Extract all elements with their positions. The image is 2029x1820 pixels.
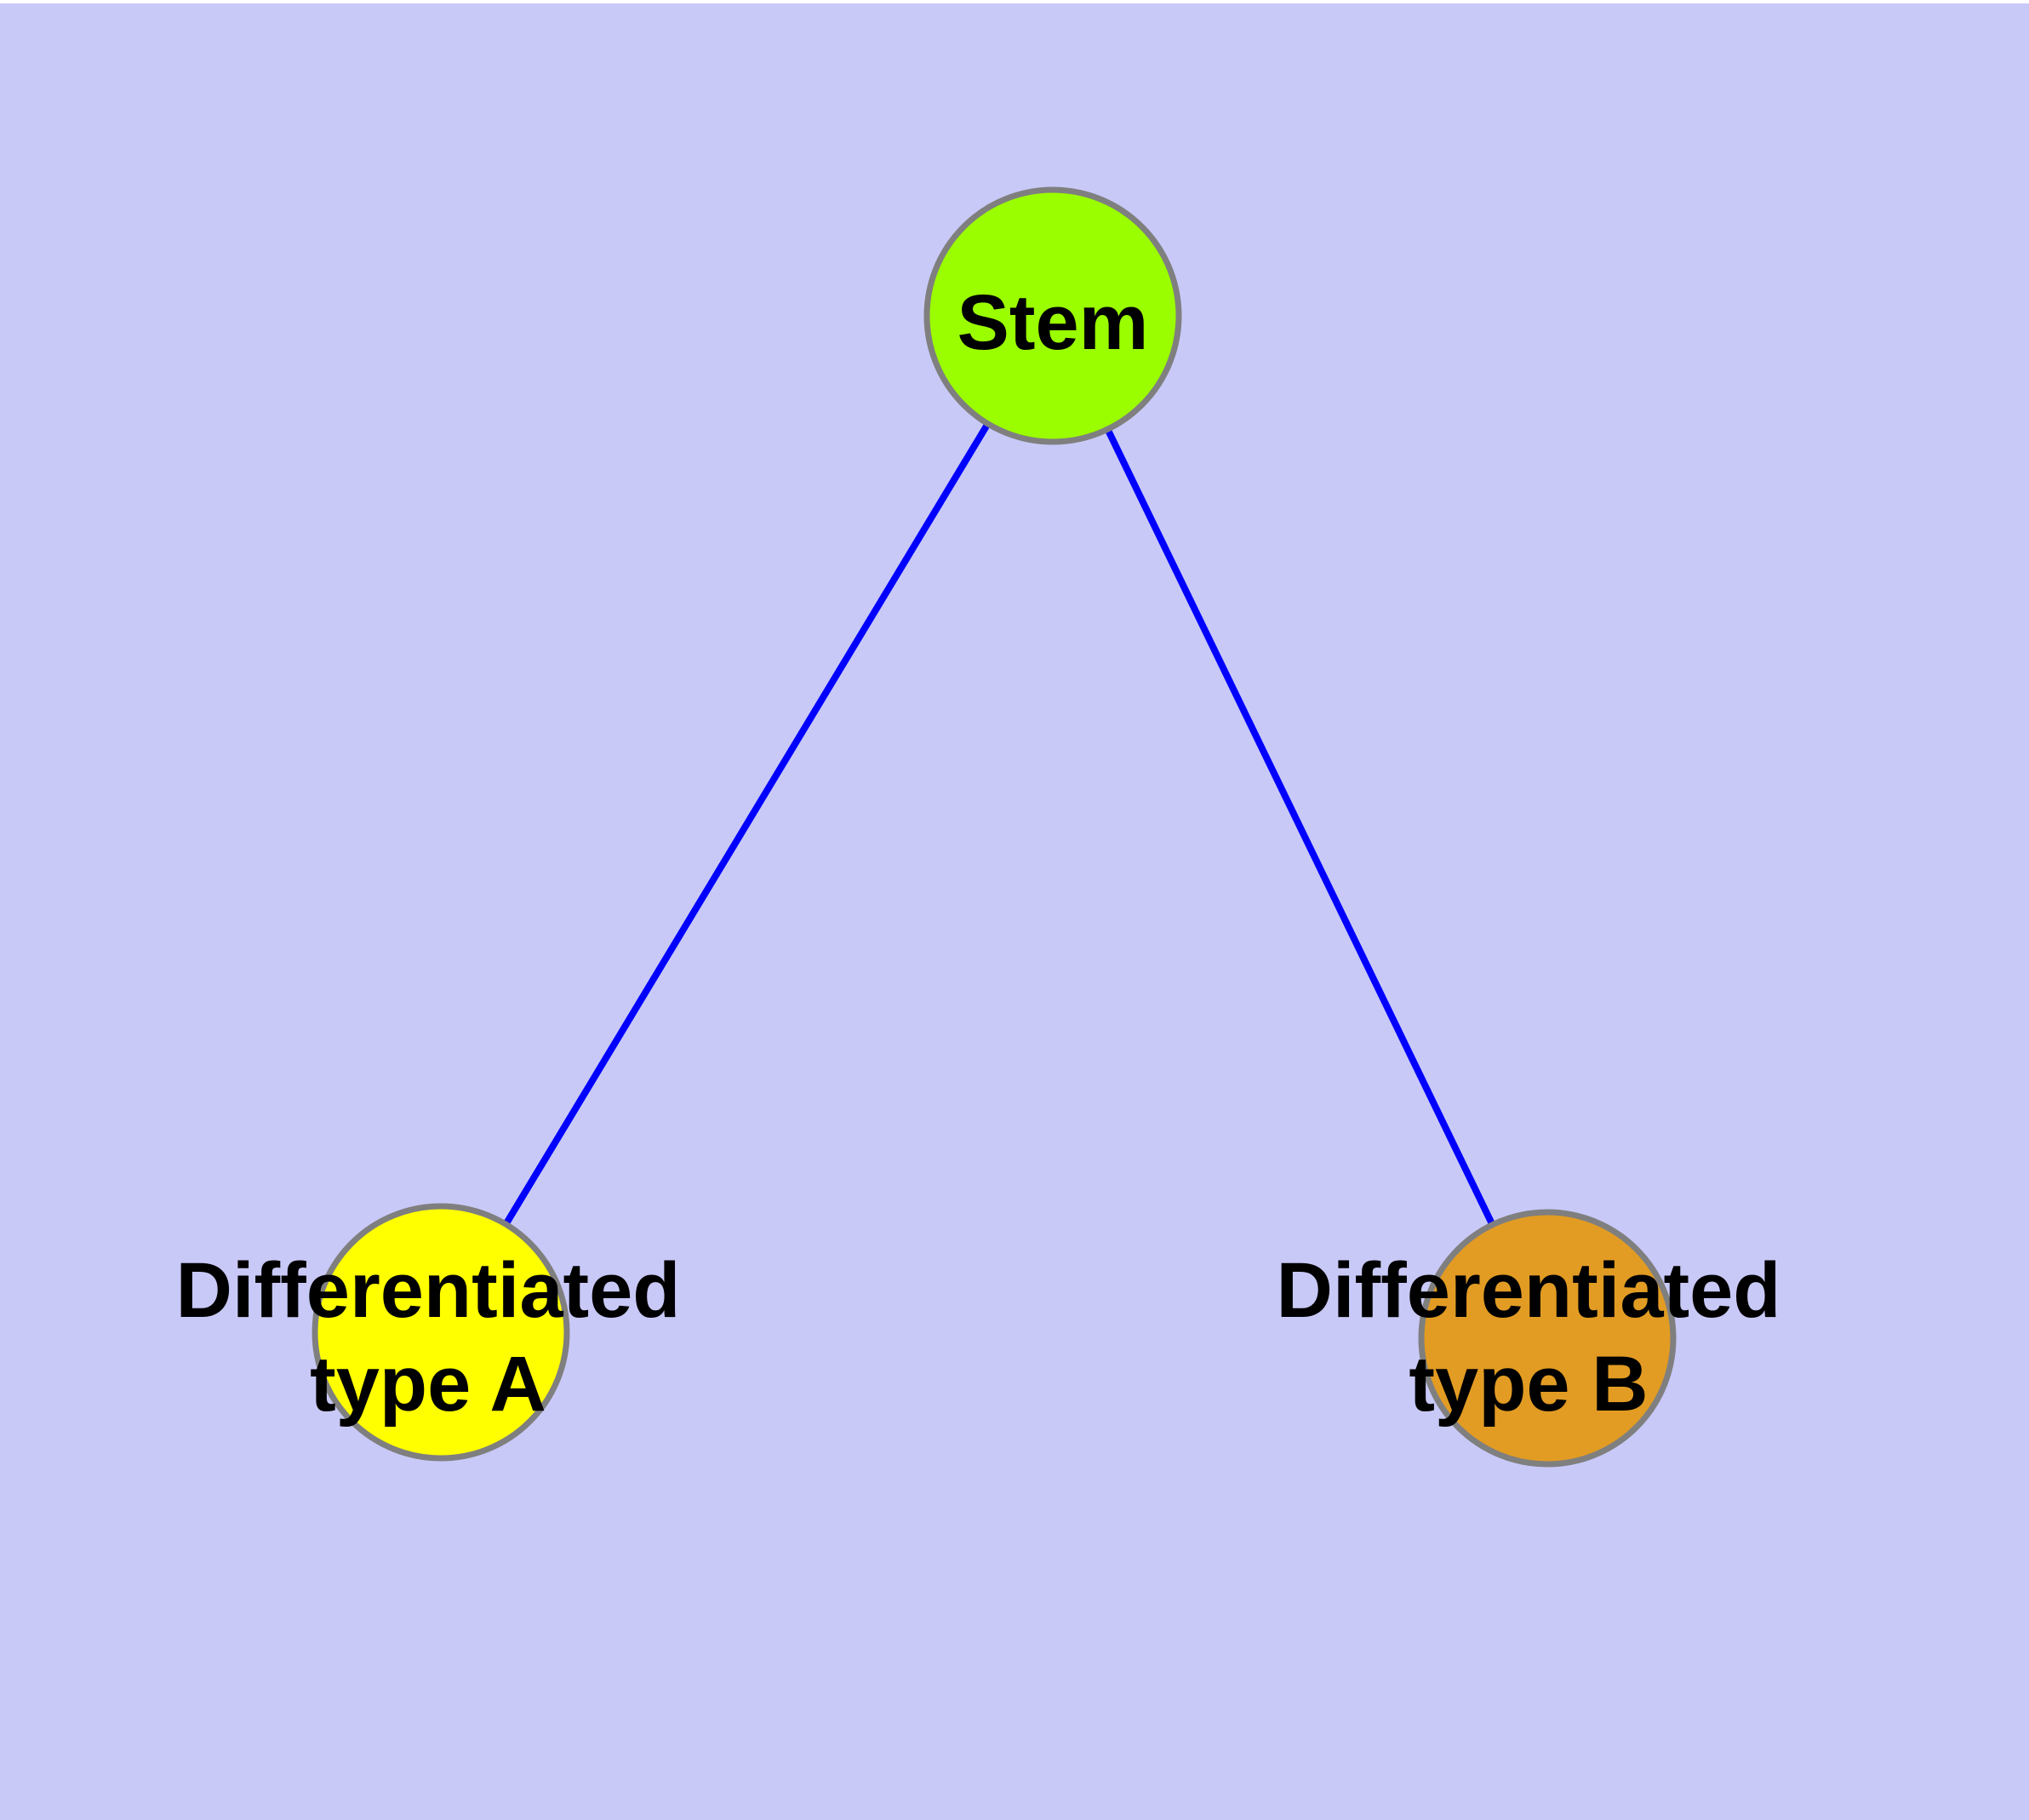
node-stem-circle [923, 186, 1182, 445]
node-type-b-circle [1418, 1209, 1677, 1468]
node-type-a-circle [311, 1203, 570, 1462]
edge-stem-to-type-a [437, 313, 1056, 1335]
edge-stem-to-type-b [1049, 314, 1551, 1340]
